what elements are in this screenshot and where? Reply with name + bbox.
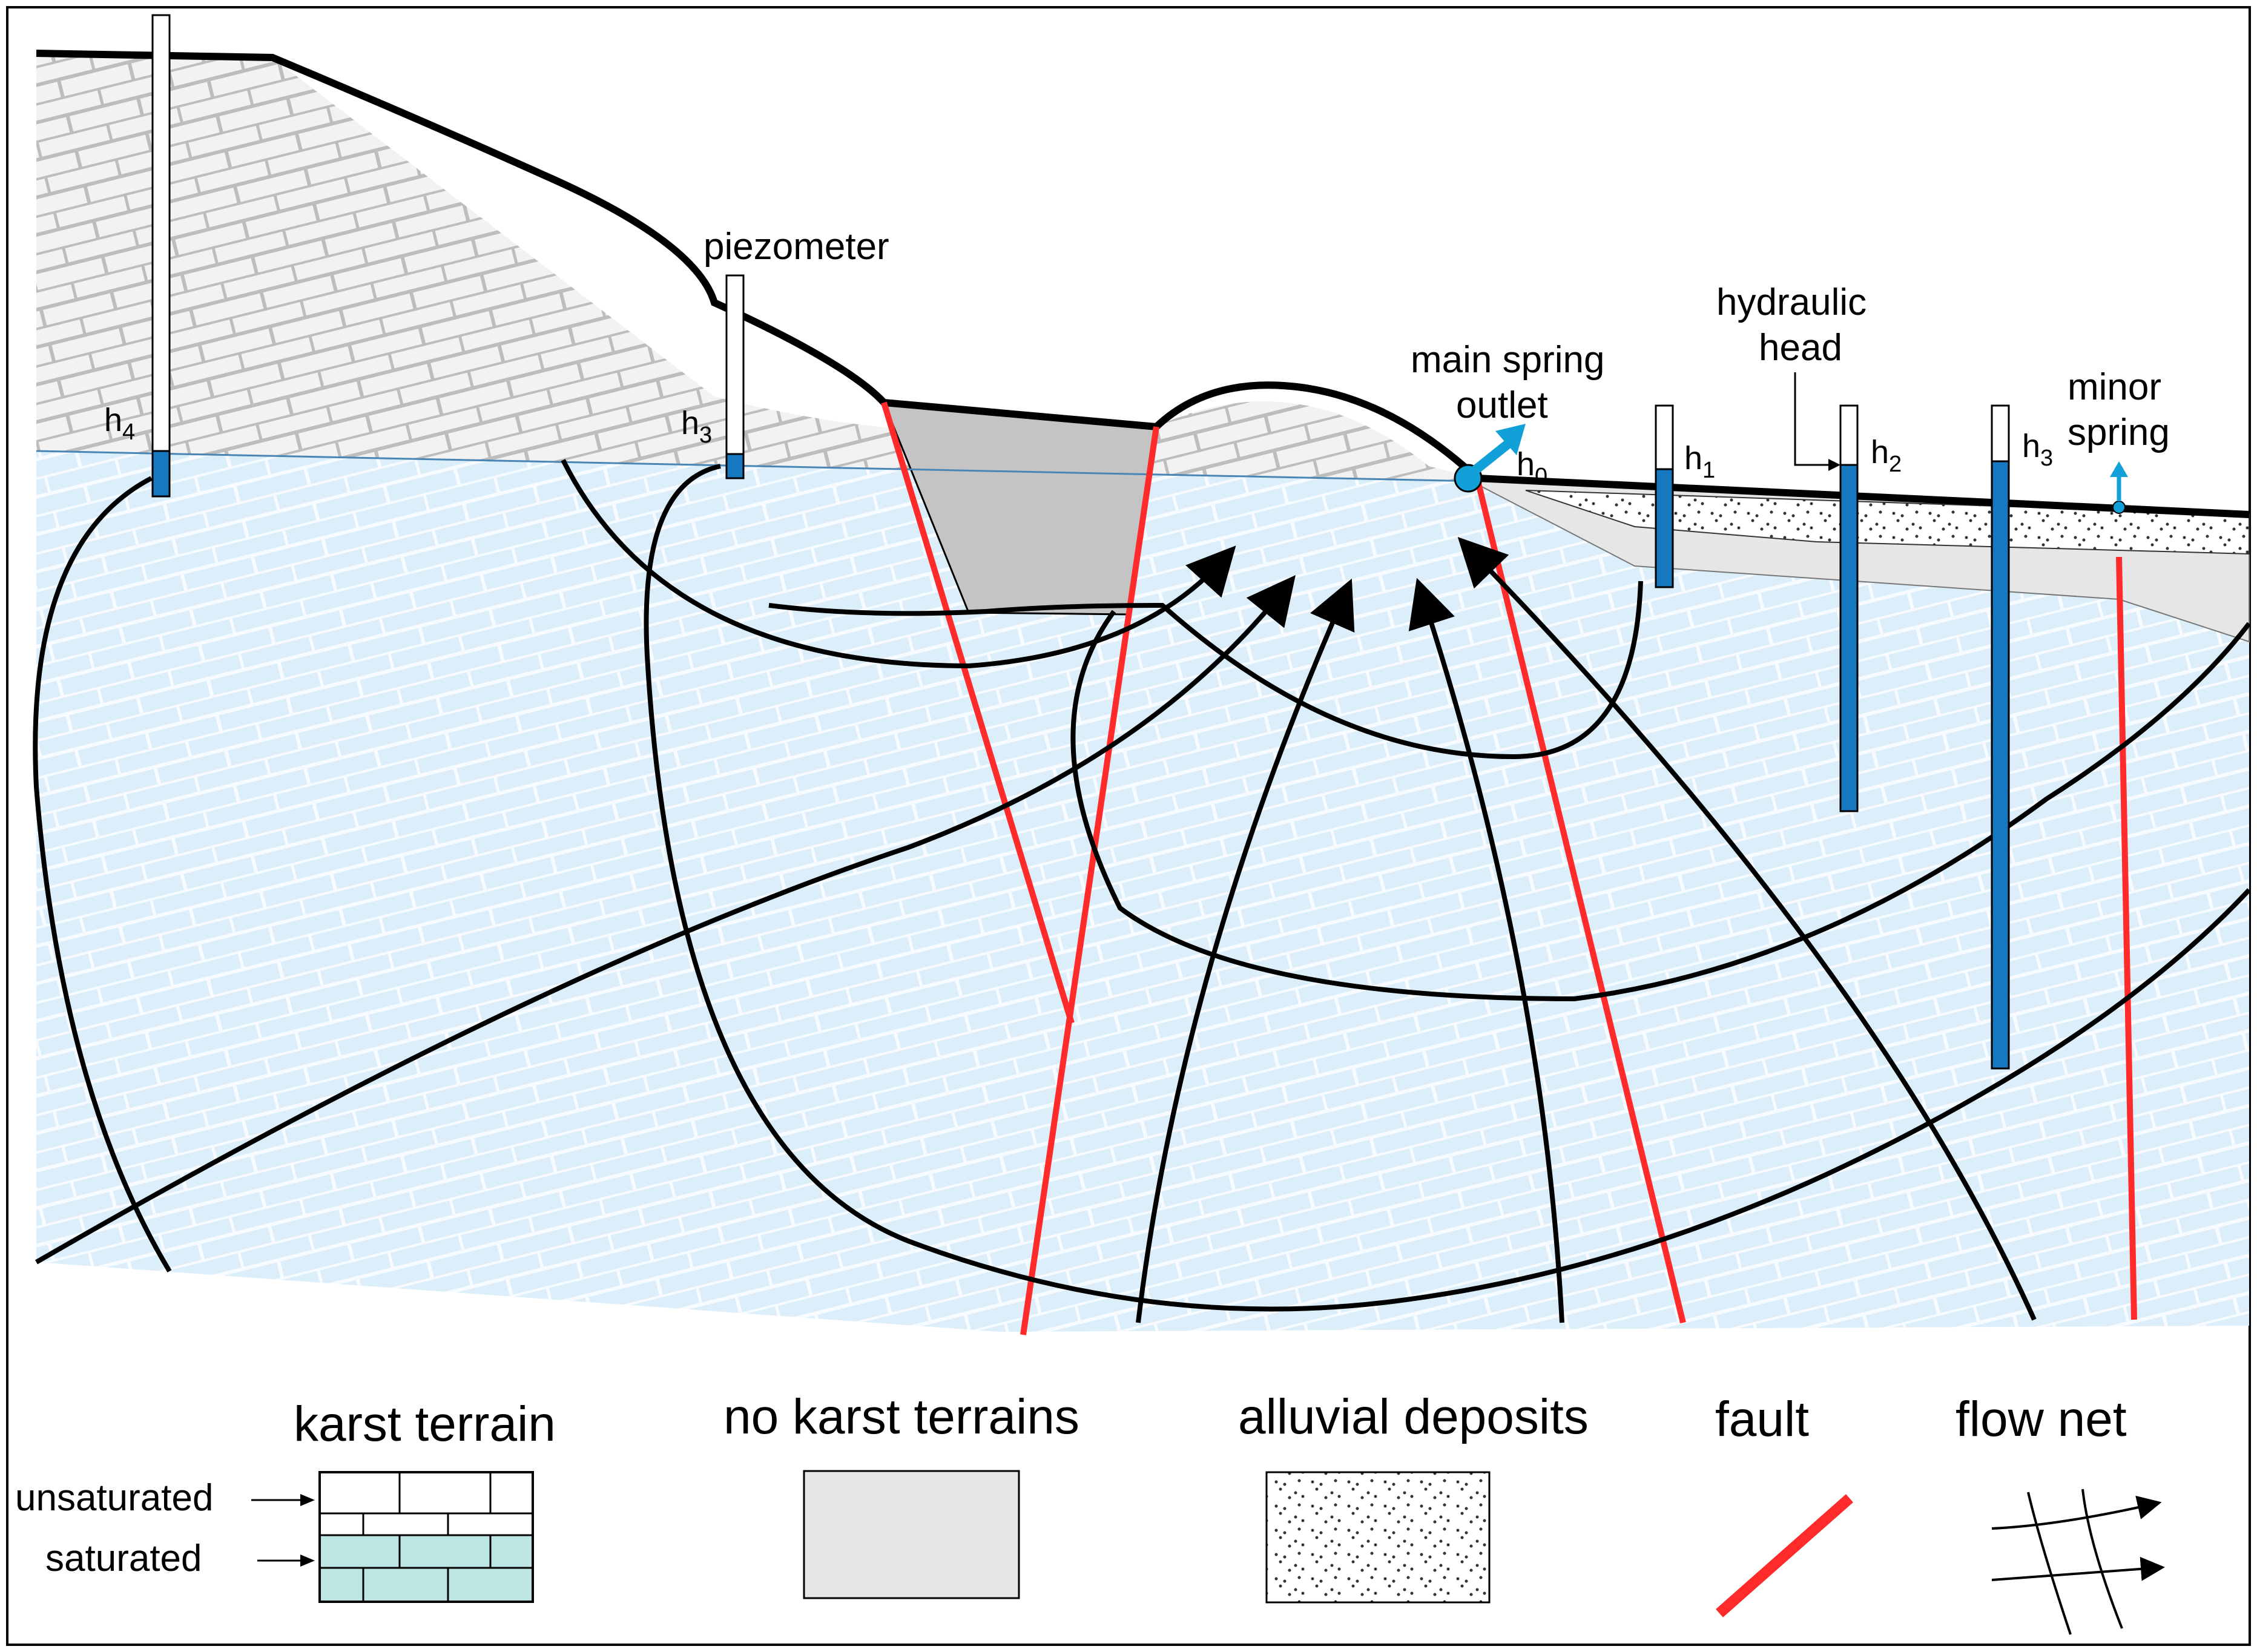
legend-saturated-label: saturated [45,1538,202,1579]
head-label-h4: h4 [104,402,135,445]
legend: karst terrain unsaturated saturated no k… [15,1389,2165,1635]
head-label-h0: h0 [1517,446,1547,489]
hydraulic-head-label-1: hydraulic [1716,281,1867,323]
main-spring-label-2: outlet [1456,384,1548,426]
faults [881,401,2137,1335]
ground-surface [36,50,2250,518]
piezometer-h1 [1655,404,1674,588]
hydraulic-head-arrowhead [1828,459,1840,471]
legend-no-karst-title: no karst terrains [723,1389,1079,1444]
head-label-h1: h1 [1684,440,1715,483]
legend-no-karst-swatch [803,1470,1020,1599]
legend-flow-net-title: flow net [1956,1392,2127,1447]
head-label-h3-right: h3 [2022,428,2053,471]
legend-flow-net-swatch [1991,1489,2165,1635]
flow-net [33,459,2252,1323]
unsaturated-karst-zone [36,53,1477,481]
legend-karst-title: karst terrain [294,1397,556,1452]
minor-spring-label-1: minor [2068,366,2161,408]
minor-spring [2110,461,2128,514]
minor-spring-label-2: spring [2068,412,2170,453]
legend-unsaturated-label: unsaturated [15,1477,213,1519]
piezometer-label: piezometer [703,226,889,268]
head-label-h3-left: h3 [681,405,712,448]
piezometer-h3-left [725,274,745,479]
saturated-karst-zone [36,451,2249,1332]
piezometer-h4 [151,14,171,498]
piezometer-h2 [1839,404,1859,812]
hydraulic-head-pointer [1794,372,1834,466]
head-label-h2: h2 [1871,434,1902,477]
main-spring-label-1: main spring [1411,339,1604,381]
legend-karst-swatch [318,1471,534,1603]
legend-saturated-arrowhead [300,1555,315,1567]
legend-alluvial-swatch [1265,1471,1491,1604]
piezometer-h3-right [1991,404,2010,1070]
hydraulic-head-label-2: head [1759,327,1842,369]
legend-alluvial-title: alluvial deposits [1238,1389,1589,1444]
legend-fault-title: fault [1715,1392,1809,1447]
figure-border [6,6,2251,1646]
water-table-line [36,450,1478,482]
legend-unsaturated-arrowhead [300,1494,315,1506]
main-spring-outlet [1454,424,1526,493]
legend-fault-swatch [1716,1494,1853,1617]
